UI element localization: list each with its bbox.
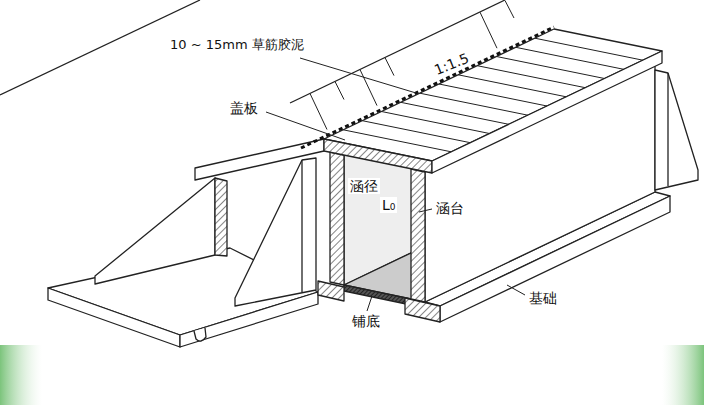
slab-joint [497,57,605,79]
leaders [266,58,525,311]
leader-line [266,112,345,140]
apron-notch [194,328,206,341]
slab-joint [362,121,470,143]
slab-joint [401,102,509,124]
part-label: 基础 [527,290,559,306]
slab-joint [477,66,585,88]
part-label: 1:1.5 [430,49,473,79]
leader-line [419,209,432,212]
inlet-apron-face [48,288,180,347]
wing-wall [235,158,316,306]
slab-joint [535,38,643,60]
slab-joint [458,75,566,97]
slope-tick [505,1,514,19]
slab-joint [343,130,451,152]
slope-tick [480,12,497,48]
corner-band [0,345,42,405]
part-label: 10 ~ 15mm 草筋胶泥 [168,38,306,53]
abutment-front [411,169,425,302]
slab-joint [516,47,624,69]
wing-wall-face [215,178,227,256]
slab-joint [420,93,528,115]
outlet-wing-edge [667,73,668,186]
part-label: 涵径 [348,178,380,194]
leader-line [300,58,416,93]
slope-tick [310,94,327,130]
floor-paving-face [344,285,411,305]
corner-band [662,345,704,405]
leader-line [367,296,372,311]
head-cap [195,139,324,180]
slab-joint [382,112,490,134]
outlet-wing [655,70,698,190]
slope-tick [360,70,377,106]
wing-wall [95,178,215,284]
slab-joint [439,84,547,106]
part-label: L₀ [380,197,397,213]
clay-layer [301,27,554,148]
abutment-front [330,152,344,285]
part-label: 盖板 [228,100,260,116]
leader-line [507,285,525,295]
wing-wall-edge [301,160,302,292]
slope-tick [335,82,344,100]
slope-tick [385,58,394,76]
part-label: 铺底 [350,313,382,329]
part-label: 涵台 [434,200,466,216]
